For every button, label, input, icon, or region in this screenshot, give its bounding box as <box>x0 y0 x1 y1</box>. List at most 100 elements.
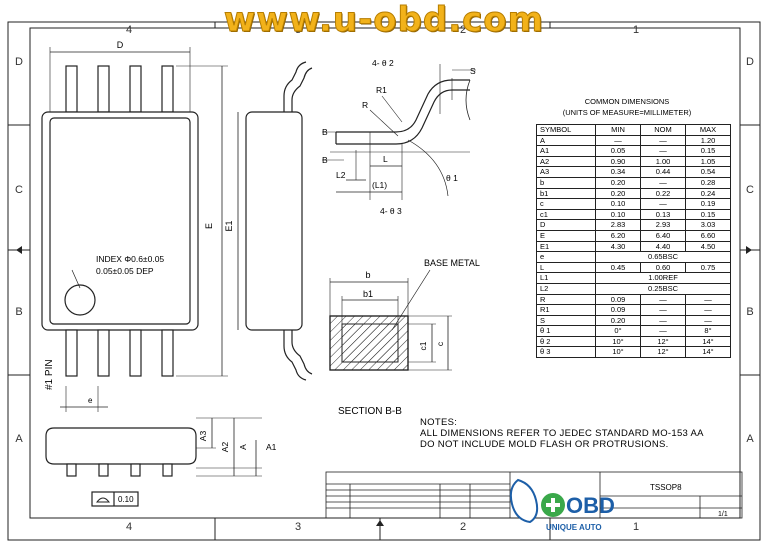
frame-col-bottom-3: 3 <box>295 521 301 533</box>
frame-row-left-c: C <box>15 184 23 196</box>
table-cell-min: 10° <box>595 346 641 359</box>
table-cell-symbol: L1 <box>536 272 596 284</box>
table-cell-nom: 12° <box>640 335 686 348</box>
table-cell-nom: 0.60 <box>640 261 686 274</box>
end-view <box>45 417 262 507</box>
section-b-label-bottom: B <box>322 155 328 165</box>
table-cell-max: 4.50 <box>685 240 731 253</box>
table-cell-symbol: L2 <box>536 282 596 295</box>
table-cell-span: 1.00REF <box>595 272 731 284</box>
logo-main-text: OBD <box>566 493 615 518</box>
table-cell-max: — <box>685 314 731 327</box>
table-cell-nom: 12° <box>640 346 686 359</box>
table-cell-min: 6.20 <box>595 229 641 242</box>
dim-l2-label: L2 <box>336 170 346 180</box>
table-cell-symbol: A1 <box>536 145 596 157</box>
title-block <box>325 471 743 519</box>
table-cell-min: 0.20 <box>595 187 641 200</box>
frame-col-bottom-2: 2 <box>460 521 466 533</box>
table-cell-max: 8° <box>685 325 731 337</box>
frame-col-top-3: 3 <box>295 24 301 36</box>
table-subtitle: (UNITS OF MEASURE=MILLIMETER) <box>562 108 692 117</box>
table-cell-symbol: θ 1 <box>536 325 596 337</box>
section-view <box>329 269 452 371</box>
table-cell-span: 0.25BSC <box>595 282 731 295</box>
table-cell-symbol: c <box>536 198 596 210</box>
table-cell-max: 0.75 <box>685 261 731 274</box>
table-cell-min: 0.45 <box>595 261 641 274</box>
table-cell-symbol: A <box>536 134 596 147</box>
table-cell-symbol: b1 <box>536 187 596 200</box>
table-cell-min: 0.20 <box>595 176 641 189</box>
table-cell-min: 0.09 <box>595 293 641 306</box>
frame-row-left-d: D <box>15 56 23 68</box>
frame-row-right-d: D <box>746 56 754 68</box>
table-cell-symbol: L <box>536 261 596 274</box>
table-cell-span: 0.65BSC <box>595 251 731 263</box>
section-b-label-top: B <box>322 127 328 137</box>
table-cell-max: 0.28 <box>685 176 731 189</box>
table-cell-max: 14° <box>685 346 731 359</box>
section-caption: SECTION B-B <box>338 406 402 417</box>
table-cell-nom: 2.93 <box>640 219 686 231</box>
table-cell-nom: 0.22 <box>640 187 686 200</box>
dim-a1-label: A1 <box>266 442 277 452</box>
table-cell-symbol: A3 <box>536 166 596 178</box>
table-cell-max: 1.05 <box>685 155 731 168</box>
section-b-width-label: b <box>365 270 370 280</box>
frame-row-left-a: A <box>15 433 23 445</box>
table-row: A——1.20 <box>536 134 731 147</box>
table-cell-max: 0.54 <box>685 166 731 178</box>
table-cell-symbol: R1 <box>536 304 596 316</box>
table-cell-symbol: S <box>536 314 596 327</box>
table-cell-symbol: E1 <box>536 240 596 253</box>
frame-col-top-1: 1 <box>633 24 639 36</box>
top-view <box>41 47 228 412</box>
pitch-e-label: e <box>88 396 93 405</box>
table-cell-nom: — <box>640 304 686 316</box>
dim-l1-label: (L1) <box>372 180 387 190</box>
section-c1-label: c1 <box>418 341 428 350</box>
table-header-nom: NOM <box>640 124 686 136</box>
table-header-row: SYMBOL MIN NOM MAX <box>536 124 731 136</box>
table-cell-max: — <box>685 304 731 316</box>
title-part-number: TSSOP8 <box>650 483 682 492</box>
table-cell-nom: — <box>640 145 686 157</box>
pin1-label: #1 PIN <box>44 359 55 390</box>
dim-a-label: A <box>238 444 248 450</box>
notes-line-2: DO NOT INCLUDE MOLD FLASH OR PROTRUSIONS… <box>420 439 669 450</box>
table-cell-symbol: D <box>536 219 596 231</box>
table-cell-max: 0.19 <box>685 198 731 210</box>
frame-row-right-a: A <box>746 433 754 445</box>
angle-theta1-label: θ 1 <box>446 173 458 183</box>
table-cell-nom: — <box>640 314 686 327</box>
detail-view <box>322 64 476 200</box>
table-cell-nom: — <box>640 198 686 210</box>
radius-r-label: R <box>362 100 368 110</box>
frame-row-left-b: B <box>15 306 22 318</box>
table-header-max: MAX <box>685 124 731 136</box>
site-banner: www.u-obd.com <box>223 0 545 41</box>
table-cell-nom: — <box>640 134 686 147</box>
side-view <box>237 61 313 381</box>
radius-r1-label: R1 <box>376 85 387 95</box>
table-cell-min: 0.20 <box>595 314 641 327</box>
table-cell-max: 3.03 <box>685 219 731 231</box>
table-cell-min: 0.05 <box>595 145 641 157</box>
table-cell-symbol: A2 <box>536 155 596 168</box>
